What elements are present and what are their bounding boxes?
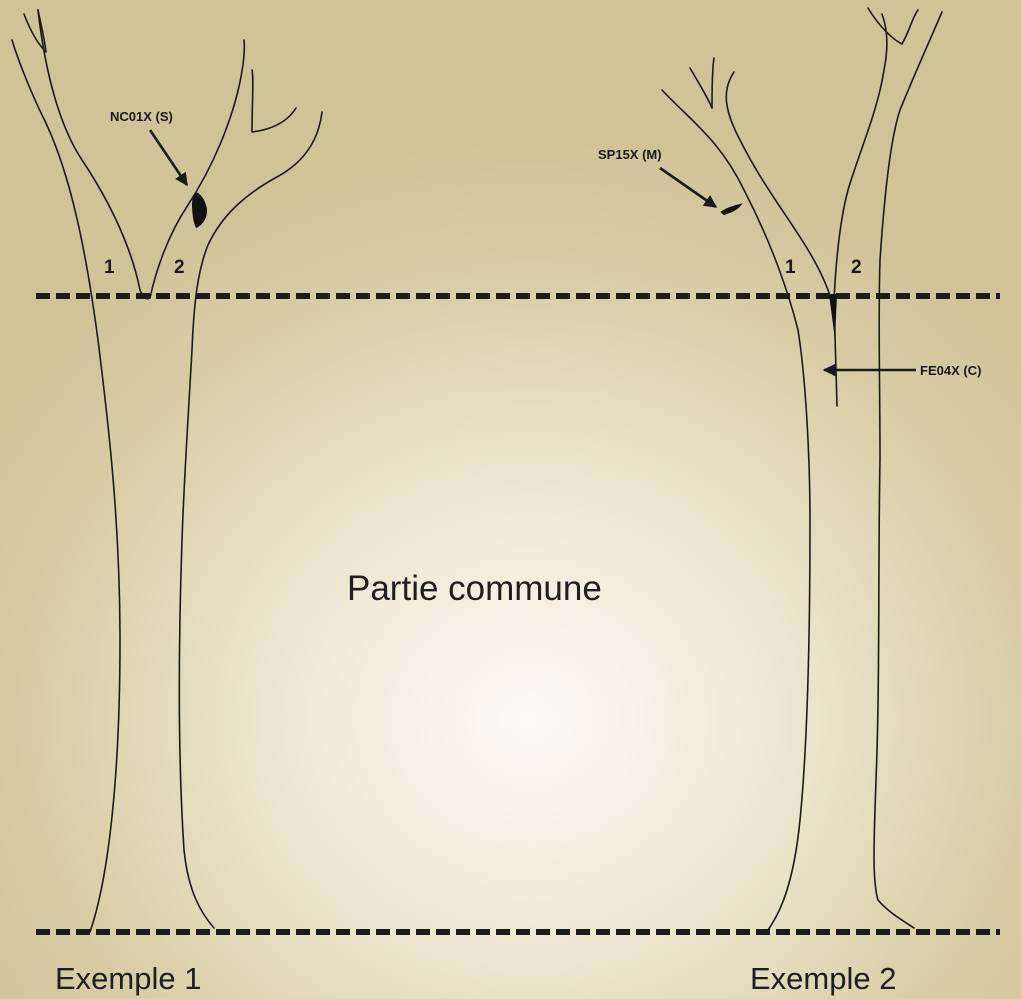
example-1-trunk-left-outline <box>12 40 120 932</box>
example-2-stem-2-right-outline <box>874 12 942 928</box>
example-2-stem-1-defect-arrow <box>660 168 716 207</box>
example-2-stem-1-right-outline <box>726 72 834 310</box>
example-2-stem-1-defect-mark <box>722 205 740 214</box>
common-part-label: Partie commune <box>347 569 602 608</box>
example-1-defect-mark <box>192 192 207 228</box>
example-1-caption: Exemple 1 <box>55 961 201 996</box>
example-1-stem-2-label: 2 <box>174 257 185 278</box>
example-1-stem-1-label: 1 <box>104 257 115 278</box>
example-1-defect-arrow <box>150 130 187 185</box>
example-1-stem-2-left-outline <box>150 40 244 298</box>
example-1-stem-2-branch <box>252 70 296 132</box>
example-2-defect-code-fe04x: FE04X (C) <box>920 363 981 378</box>
example-1-defect-code: NC01X (S) <box>110 109 173 124</box>
example-2-defect-code-sp15x: SP15X (M) <box>598 147 662 162</box>
example-2-stem-1-top-fork <box>690 58 714 108</box>
example-2-caption: Exemple 2 <box>750 961 896 996</box>
example-1-trunk-right-outline <box>179 112 322 928</box>
example-2-stem-2-label: 2 <box>851 257 862 278</box>
example-2-stem-1-left-outline <box>662 90 810 930</box>
example-2-stem-1-label: 1 <box>785 257 796 278</box>
example-2-stem-2-top-fork <box>868 8 918 44</box>
example-1-tree <box>12 10 322 932</box>
example-2-seam-defect-mark <box>829 294 837 340</box>
example-2-tree <box>660 8 942 930</box>
example-1-stem-1-right-outline <box>38 10 150 299</box>
